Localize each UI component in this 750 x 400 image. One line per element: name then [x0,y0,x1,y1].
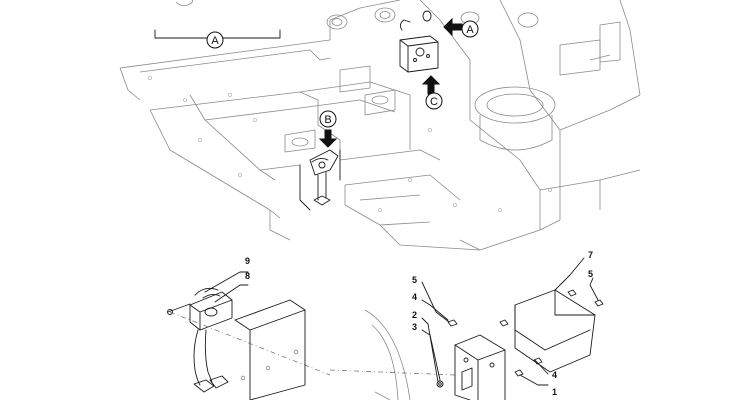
view-b-callout: B [319,110,337,128]
part-number-5-left: 5 [412,275,417,285]
machine-frame-drawing [119,0,641,251]
sensor-assembly-a [399,10,439,73]
lower-right-detail [329,257,604,400]
view-b-arrow [318,129,338,148]
part-number-3: 3 [412,322,417,332]
view-b-callout-circle [319,110,337,128]
view-c-callout: C [425,92,443,110]
detail-a-callout-circle [206,31,224,49]
view-a-callout-letter: A [466,24,474,36]
view-c-arrow [421,75,441,95]
part-number-8: 8 [245,271,250,281]
view-c-callout-letter: C [430,96,438,108]
view-c-callout-circle [425,92,443,110]
part-number-1: 1 [552,387,557,397]
part-number-4-top: 4 [412,292,417,302]
sensor-assembly-b [299,149,341,211]
detail-a-callout-letter: A [211,35,219,47]
part-number-2: 2 [412,310,417,320]
view-b-callout-letter: B [324,114,331,126]
part-number-4-bottom: 4 [552,370,557,380]
detail-a-frame: A [154,0,281,49]
frame-bolt-marks [148,76,552,212]
view-a-arrow [443,17,463,37]
view-a-callout: A [461,20,479,38]
lower-left-detail [167,271,331,400]
part-number-7: 7 [588,250,593,260]
part-number-9: 9 [245,256,250,266]
hardware-bolts [436,289,604,388]
part-number-5-right: 5 [588,269,593,279]
view-a-callout-circle [461,20,479,38]
